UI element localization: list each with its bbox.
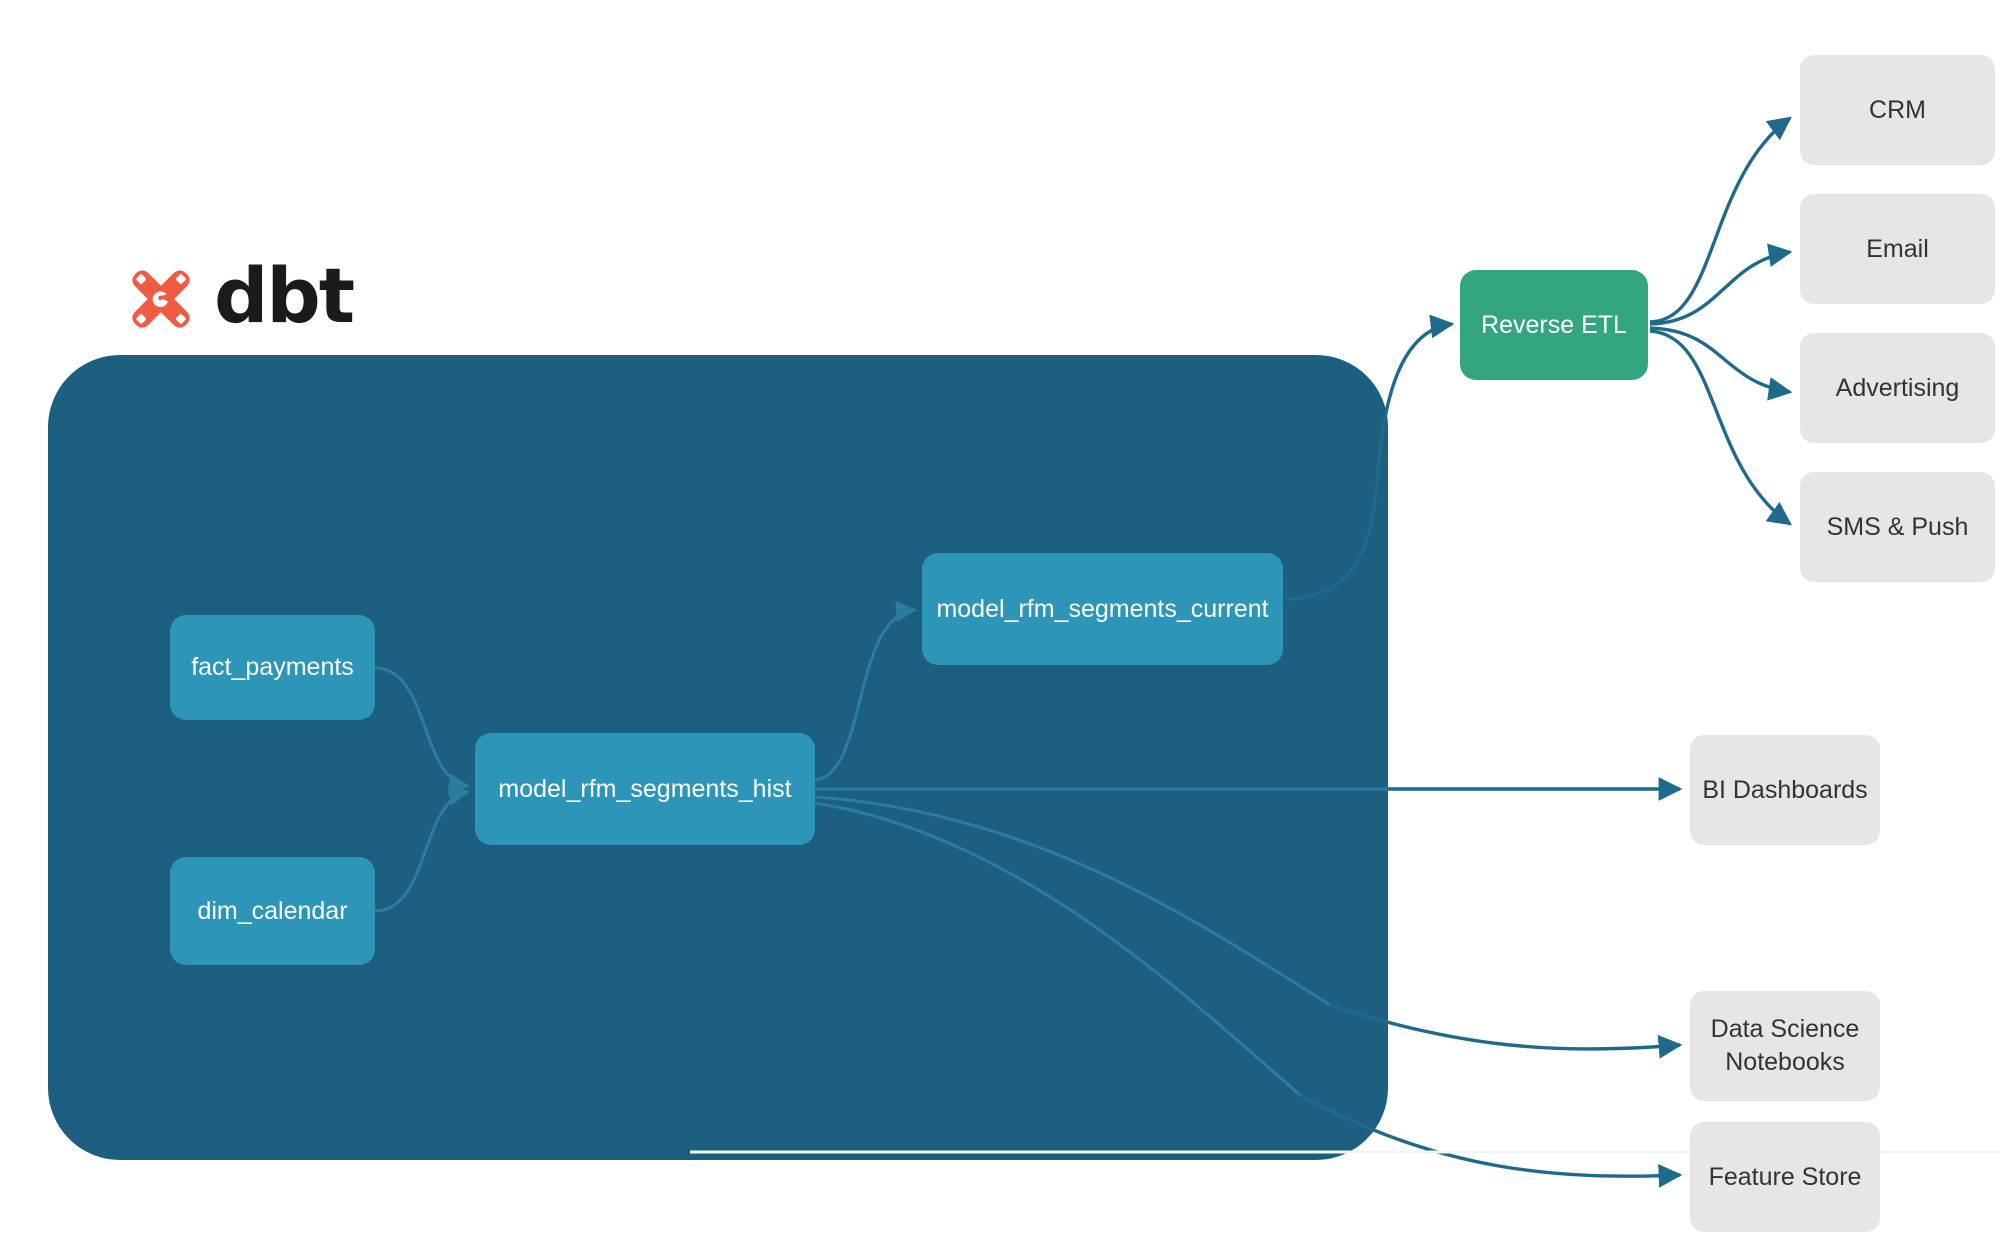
edge-current-to-reverse-etl <box>1282 314 1455 602</box>
destination-node-crm[interactable]: CRM <box>1800 55 1995 165</box>
destination-label: CRM <box>1869 95 1926 124</box>
consumer-label: BI Dashboards <box>1702 775 1868 804</box>
destination-node-email[interactable]: Email <box>1800 194 1995 304</box>
destination-label: Advertising <box>1835 373 1960 402</box>
edge-hist-to-data-science-notebooks <box>1329 1003 1683 1059</box>
model-node-dim-calendar[interactable]: dim_calendar <box>170 857 375 965</box>
model-node-fact-payments[interactable]: fact_payments <box>170 615 375 720</box>
destination-label: Email <box>1866 234 1929 263</box>
consumer-node-bi-dashboards[interactable]: BI Dashboards <box>1690 735 1880 845</box>
edge-reverse-etl-to-crm <box>1649 116 1792 324</box>
destination-label: SMS & Push <box>1826 512 1969 541</box>
consumer-node-feature-store[interactable]: Feature Store <box>1690 1122 1880 1232</box>
edge-hist-to-ds-stub <box>814 795 1331 1007</box>
edge-dim-calendar-to-hist <box>374 784 471 913</box>
edge-fact-payments-to-hist <box>374 666 471 795</box>
consumer-node-data-science-notebooks[interactable]: Data Science Notebooks <box>1690 991 1880 1101</box>
model-node-rfm-segments-current[interactable]: model_rfm_segments_current <box>922 553 1283 665</box>
edge-reverse-etl-to-email <box>1649 243 1793 326</box>
dbt-wordmark: dbt <box>214 251 355 340</box>
dbt-pinwheel-icon <box>132 270 190 328</box>
reverse-etl-node[interactable]: Reverse ETL <box>1460 270 1648 380</box>
edge-hist-to-feature-store <box>1299 1093 1683 1188</box>
dbt-logo: dbt <box>122 251 355 340</box>
destination-node-sms-push[interactable]: SMS & Push <box>1800 472 1995 582</box>
destination-node-advertising[interactable]: Advertising <box>1800 333 1995 443</box>
consumer-label-line-1: Data Science <box>1710 1015 1860 1043</box>
consumer-label-line-2: Notebooks <box>1725 1048 1845 1076</box>
model-node-label: model_rfm_segments_current <box>936 594 1269 623</box>
reverse-etl-label: Reverse ETL <box>1481 310 1627 339</box>
model-node-label: dim_calendar <box>197 896 348 925</box>
model-node-label: model_rfm_segments_hist <box>498 774 792 803</box>
edge-hist-to-fs-stub <box>814 801 1301 1097</box>
model-node-label: fact_payments <box>191 653 354 681</box>
consumer-label: Feature Store <box>1708 1162 1862 1191</box>
edge-reverse-etl-to-sms-push <box>1649 329 1792 526</box>
edge-reverse-etl-to-advertising <box>1649 326 1793 401</box>
model-node-rfm-segments-hist[interactable]: model_rfm_segments_hist <box>475 733 815 845</box>
edge-hist-to-current <box>814 601 918 782</box>
